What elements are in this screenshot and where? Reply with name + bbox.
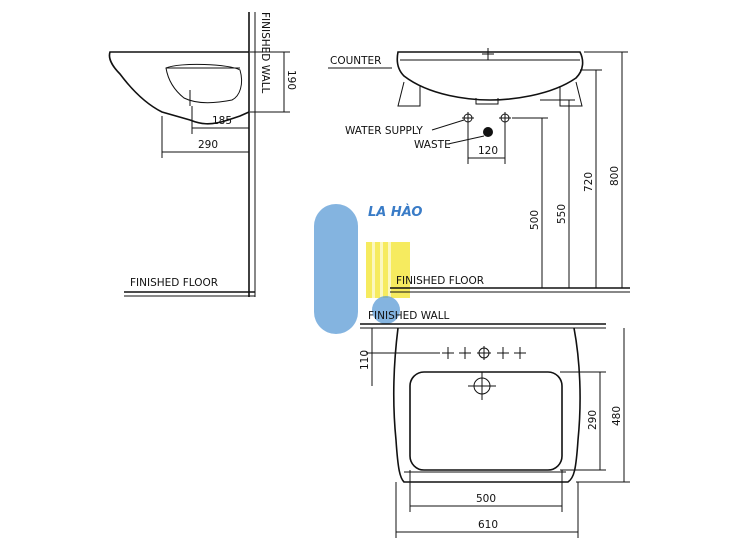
plan-dim-110: 110 — [359, 350, 371, 370]
watermark-blue-dot — [372, 296, 400, 324]
plan-view: FINISHED WALL 110 290 480 — [359, 310, 630, 538]
plan-dim-290: 290 — [587, 410, 599, 430]
plan-basin-outer — [393, 327, 581, 483]
waste-label: WASTE — [414, 139, 451, 151]
water-supply-label: WATER SUPPLY — [345, 125, 423, 137]
side-basin-profile — [108, 51, 250, 125]
side-view: FINISHED WALL FINISHED FLOOR 190 185 290 — [108, 12, 297, 297]
plan-dim-500: 500 — [476, 493, 496, 505]
waste-outlet — [483, 127, 493, 137]
front-dim-120: 120 — [478, 145, 498, 157]
plan-dim-480: 480 — [611, 406, 623, 426]
front-floor-label: FINISHED FLOOR — [396, 275, 484, 287]
side-dim-185: 185 — [212, 115, 232, 127]
watermark-blue-bar — [314, 204, 358, 334]
side-dim-190: 190 — [285, 70, 297, 90]
front-dim-500: 500 — [529, 210, 541, 230]
front-basin-outline — [396, 51, 584, 101]
side-wall-label: FINISHED WALL — [259, 12, 271, 94]
side-dim-290: 290 — [198, 139, 218, 151]
front-counter-label: COUNTER — [330, 55, 381, 67]
front-dim-720: 720 — [583, 172, 595, 192]
watermark-text: LA HÀO — [368, 204, 422, 220]
side-floor-label: FINISHED FLOOR — [130, 277, 218, 289]
front-dim-550: 550 — [556, 204, 568, 224]
plan-tap-holes — [442, 346, 526, 360]
plan-dim-610: 610 — [478, 519, 498, 531]
plan-basin-bowl — [409, 371, 563, 471]
front-view: COUNTER WATER SUPPLY WASTE 120 FINISHED … — [328, 48, 630, 293]
plan-wall-label: FINISHED WALL — [368, 310, 450, 322]
front-dim-800: 800 — [609, 166, 621, 186]
